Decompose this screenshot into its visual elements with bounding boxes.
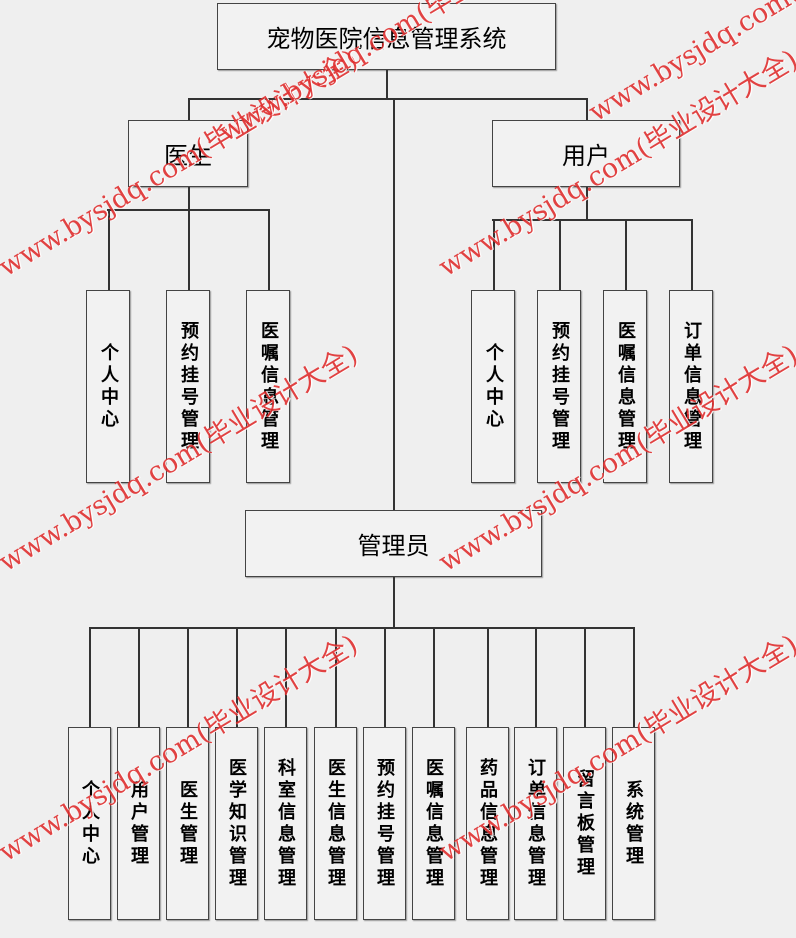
admin-child-node: 留言板管理 bbox=[562, 727, 606, 920]
admin-child-node: 个人中心 bbox=[67, 727, 111, 920]
connector-line bbox=[138, 627, 140, 727]
admin-child-node: 订单信息管理 bbox=[513, 727, 557, 920]
connector-line bbox=[393, 577, 395, 627]
connector-line bbox=[384, 627, 386, 727]
connector-line bbox=[633, 627, 635, 727]
admin-child-node: 用户管理 bbox=[116, 727, 160, 920]
admin-child-node: 科室信息管理 bbox=[263, 727, 307, 920]
connector-line bbox=[268, 209, 270, 290]
connector-line bbox=[187, 627, 189, 727]
connector-line bbox=[586, 98, 588, 120]
connector-line bbox=[188, 209, 190, 290]
admin-child-node: 医生管理 bbox=[165, 727, 209, 920]
admin-child-node: 系统管理 bbox=[611, 727, 655, 920]
connector-line bbox=[586, 187, 588, 219]
connector-line bbox=[236, 627, 238, 727]
admin-node: 管理员 bbox=[245, 510, 542, 577]
connector-line bbox=[188, 98, 587, 100]
connector-line bbox=[393, 98, 395, 510]
connector-line bbox=[107, 209, 268, 211]
admin-child-node: 医嘱信息管理 bbox=[411, 727, 455, 920]
connector-line bbox=[535, 627, 537, 727]
connector-line bbox=[285, 627, 287, 727]
connector-line bbox=[559, 219, 561, 290]
connector-line bbox=[188, 98, 190, 120]
connector-line bbox=[625, 219, 627, 290]
connector-line bbox=[433, 627, 435, 727]
connector-line bbox=[89, 627, 634, 629]
connector-line bbox=[584, 627, 586, 727]
user-node: 用户 bbox=[492, 120, 680, 187]
admin-child-node: 药品信息管理 bbox=[465, 727, 509, 920]
connector-line bbox=[386, 70, 388, 98]
connector-line bbox=[335, 627, 337, 727]
admin-child-node: 医生信息管理 bbox=[313, 727, 357, 920]
connector-line bbox=[108, 209, 110, 290]
user-child-node: 预约挂号管理 bbox=[537, 290, 581, 483]
admin-child-node: 医学知识管理 bbox=[214, 727, 258, 920]
doctor-child-node: 个人中心 bbox=[86, 290, 130, 483]
connector-line bbox=[492, 219, 692, 221]
connector-line bbox=[493, 219, 495, 290]
user-child-node: 个人中心 bbox=[471, 290, 515, 483]
user-child-node: 医嘱信息管理 bbox=[603, 290, 647, 483]
admin-child-node: 预约挂号管理 bbox=[362, 727, 406, 920]
root-node: 宠物医院信息管理系统 bbox=[217, 3, 556, 70]
connector-line bbox=[89, 627, 91, 727]
doctor-node: 医生 bbox=[128, 120, 248, 187]
user-child-node: 订单信息管理 bbox=[669, 290, 713, 483]
doctor-child-node: 预约挂号管理 bbox=[166, 290, 210, 483]
doctor-child-node: 医嘱信息管理 bbox=[246, 290, 290, 483]
connector-line bbox=[188, 187, 190, 209]
watermark-text: www.bysjdq.com(毕业设计大全) bbox=[583, 0, 796, 129]
connector-line bbox=[691, 219, 693, 290]
connector-line bbox=[487, 627, 489, 727]
